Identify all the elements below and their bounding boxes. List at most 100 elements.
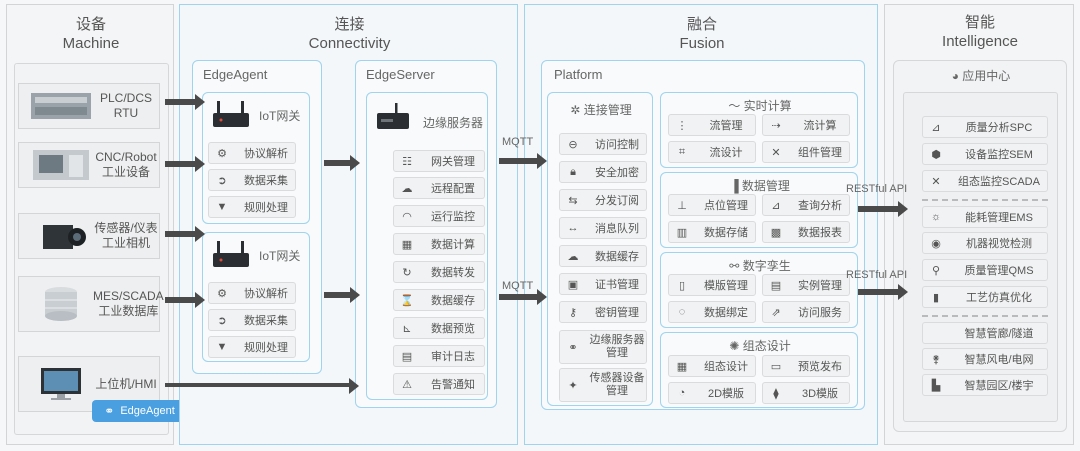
machine-title-zh: 设备	[75, 16, 106, 33]
machine-title-en: Machine	[62, 35, 120, 52]
edge-agent-badge[interactable]: ⚭ EdgeAgent	[92, 400, 187, 422]
es-item-data-cache[interactable]: ⌛数据缓存	[393, 289, 485, 311]
line-chart-icon: ⊿	[771, 199, 781, 212]
machine-label: 传感器/仪表工业相机	[94, 221, 158, 250]
lock-icon: 🔒︎	[570, 165, 576, 178]
restful-api-label-1: RESTful API	[846, 183, 908, 195]
frame-icon: ⌗	[678, 145, 686, 158]
es-item-remote-config[interactable]: ☁远程配置	[393, 177, 485, 199]
conn-item-cert-mgmt[interactable]: ▣证书管理	[559, 273, 647, 295]
digital-twin-title: ⚯ 数字孪生	[729, 259, 791, 273]
database-icon	[45, 287, 77, 321]
dm-item-data-report[interactable]: ▩数据报表	[762, 221, 850, 243]
arrow-gw1-to-edgeserver	[324, 155, 360, 171]
es-item-data-preview[interactable]: ⊾数据预览	[393, 317, 485, 339]
conn-item-message-queue[interactable]: ↔消息队列	[559, 217, 647, 239]
conn-item-data-cache[interactable]: ☁数据缓存	[559, 245, 647, 267]
dm-item-query-analysis[interactable]: ⊿查询分析	[762, 194, 850, 216]
conn-item-sensor-mgmt[interactable]: ✦传感器设备管理	[559, 368, 647, 402]
arrow-plc-to-gateway	[165, 94, 205, 110]
es-item-alarm-notify[interactable]: ⚠告警通知	[393, 373, 485, 395]
document-icon: ▤	[401, 350, 413, 363]
connectivity-column-header: 连接 Connectivity	[180, 15, 519, 53]
conn-item-access-control[interactable]: ⊖访问控制	[559, 133, 647, 155]
cd-item-preview-publish[interactable]: ▭预览发布	[762, 355, 850, 377]
gear-icon: ⚙	[217, 147, 227, 160]
server-icon	[377, 103, 409, 129]
cloud-icon: ☁	[567, 250, 579, 263]
link-icon: ⚭	[568, 341, 578, 354]
pulse-icon: 〜	[728, 99, 744, 113]
mqtt-label-2: MQTT	[502, 280, 534, 292]
bottle-icon: ▮	[932, 291, 940, 304]
dt-item-instance-mgmt[interactable]: ▤实例管理	[762, 274, 850, 296]
conn-item-edge-server-mgmt[interactable]: ⚭边缘服务器管理	[559, 330, 647, 364]
app-item-wind-grid[interactable]: ⚵智慧风电/电网	[922, 348, 1048, 370]
refresh-icon: ↻	[402, 266, 412, 279]
gw1-item-protocol-parsing[interactable]: ⚙协议解析	[208, 142, 296, 164]
dm-item-data-storage[interactable]: ▥数据存储	[668, 221, 756, 243]
arrow-sensor-to-gateway	[165, 226, 205, 242]
rt-item-stream-mgmt[interactable]: ⋮流管理	[668, 114, 756, 136]
search-icon: ⚲	[931, 264, 941, 277]
storage-icon: ▥	[676, 226, 688, 239]
dt-item-template-mgmt[interactable]: ▯模版管理	[668, 274, 756, 296]
app-item-scada[interactable]: ✕组态监控SCADA	[922, 170, 1048, 192]
cd-item-2d-template[interactable]: ◔2D模版	[668, 382, 756, 404]
cd-item-config-design[interactable]: ▦组态设计	[668, 355, 756, 377]
es-item-run-monitor[interactable]: ◠运行监控	[393, 205, 485, 227]
rt-item-stream-compute[interactable]: ⇢流计算	[762, 114, 850, 136]
gw1-item-data-collection[interactable]: ➲数据采集	[208, 169, 296, 191]
dt-item-data-binding[interactable]: ◌数据绑定	[668, 301, 756, 323]
camera-icon	[43, 225, 86, 249]
app-item-spc[interactable]: ⊿质量分析SPC	[922, 116, 1048, 138]
es-item-audit-log[interactable]: ▤审计日志	[393, 345, 485, 367]
app-item-qms[interactable]: ⚲质量管理QMS	[922, 259, 1048, 281]
es-item-gateway-mgmt[interactable]: ☷网关管理	[393, 150, 485, 172]
config-design-title: ✺ 组态设计	[729, 339, 791, 353]
gw2-item-data-collection[interactable]: ➲数据采集	[208, 309, 296, 331]
es-item-data-forward[interactable]: ↻数据转发	[393, 261, 485, 283]
gw1-item-rule-processing[interactable]: ▼规则处理	[208, 196, 296, 218]
gateway-icon: ☷	[402, 155, 412, 168]
filter-icon: ▼	[216, 341, 228, 353]
app-item-sem[interactable]: ⬢设备监控SEM	[922, 143, 1048, 165]
rt-item-component-mgmt[interactable]: ✕组件管理	[762, 141, 850, 163]
cloud-upload-icon: ☁	[401, 182, 413, 195]
tools-icon: ✕	[771, 146, 781, 159]
app-item-process-sim[interactable]: ▮工艺仿真优化	[922, 286, 1048, 308]
cd-item-3d-template[interactable]: ⧫3D模版	[762, 382, 850, 404]
plc-device-icon	[31, 93, 91, 119]
gw2-item-protocol-parsing[interactable]: ⚙协议解析	[208, 282, 296, 304]
edge-agent-title: EdgeAgent	[203, 67, 268, 82]
fusion-title-zh: 融合	[686, 16, 717, 33]
building-icon: ▙	[931, 379, 941, 392]
dt-item-access-service[interactable]: ⇗访问服务	[762, 301, 850, 323]
gauge-icon: ◠	[402, 210, 412, 223]
app-center-title: ◕ 应用中心	[951, 69, 1011, 83]
flow-icon: ⇢	[771, 119, 781, 132]
hourglass-icon: ⌛	[400, 294, 414, 307]
dm-item-point-mgmt[interactable]: ⊥点位管理	[668, 194, 756, 216]
app-item-smart-park[interactable]: ▙智慧园区/楼宇	[922, 374, 1048, 396]
chart-icon: ⊾	[402, 322, 412, 335]
conn-item-key-mgmt[interactable]: ⚷密钥管理	[559, 301, 647, 323]
minus-circle-icon: ⊖	[568, 138, 578, 151]
app-item-ems[interactable]: ☼能耗管理EMS	[922, 206, 1048, 228]
app-item-vision[interactable]: ◉机器视觉检测	[922, 232, 1048, 254]
conn-item-encryption[interactable]: 🔒︎安全加密	[559, 161, 647, 183]
app-item-pipe-gallery[interactable]: 智慧管廊/隧道	[922, 322, 1048, 344]
wrench-icon: ✕	[931, 175, 941, 188]
binding-icon: ◌	[678, 306, 686, 318]
conn-item-pubsub[interactable]: ⇆分发订阅	[559, 189, 647, 211]
gear-icon: ⚙	[217, 287, 227, 300]
es-item-data-compute[interactable]: ▦数据计算	[393, 233, 485, 255]
rt-item-stream-design[interactable]: ⌗流设计	[668, 141, 756, 163]
platform-title: Platform	[554, 67, 603, 82]
alarm-icon: ⚠	[402, 378, 412, 391]
gw2-item-rule-processing[interactable]: ▼规则处理	[208, 336, 296, 358]
chart-line-icon: ⊿	[931, 121, 941, 134]
router-icon	[213, 241, 249, 267]
